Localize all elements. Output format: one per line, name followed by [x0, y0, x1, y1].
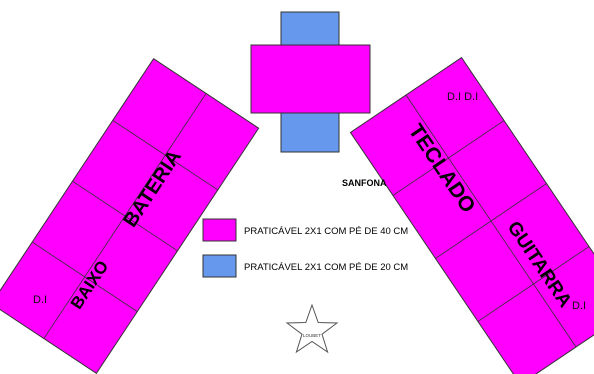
right-riser-group: TECLADO GUITARRA [349, 56, 594, 374]
legend-text-blue: PRATICÁVEL 2X1 COM PÉ DE 20 CM [244, 262, 408, 273]
left-riser-divider [112, 120, 219, 191]
left-riser-divider [31, 241, 138, 312]
star-icon [285, 303, 339, 354]
legend-swatch-blue [202, 254, 237, 278]
right-riser-divider [392, 120, 505, 196]
legend-swatch-magenta [202, 218, 237, 242]
star-label: LOUBET [303, 333, 321, 338]
right-riser-divider [435, 183, 547, 259]
left-riser-divider [72, 180, 178, 252]
star-marker: LOUBET [285, 303, 339, 354]
label-right-dj-side: D.I [572, 300, 586, 312]
label-sanfona: SANFONA [342, 178, 387, 188]
label-left-dj: D.I [33, 294, 47, 306]
legend-text-magenta: PRATICÁVEL 2X1 COM PÉ DE 40 CM [244, 226, 408, 237]
legend: PRATICÁVEL 2X1 COM PÉ DE 40 CM PRATICÁVE… [202, 218, 408, 278]
right-riser-divider [477, 246, 590, 322]
label-right-dj-top: D.I D.I [447, 91, 478, 103]
center-magenta-riser [250, 44, 371, 114]
right-riser [349, 56, 594, 374]
left-riser-group: BATERIA BAIXO [0, 57, 260, 374]
